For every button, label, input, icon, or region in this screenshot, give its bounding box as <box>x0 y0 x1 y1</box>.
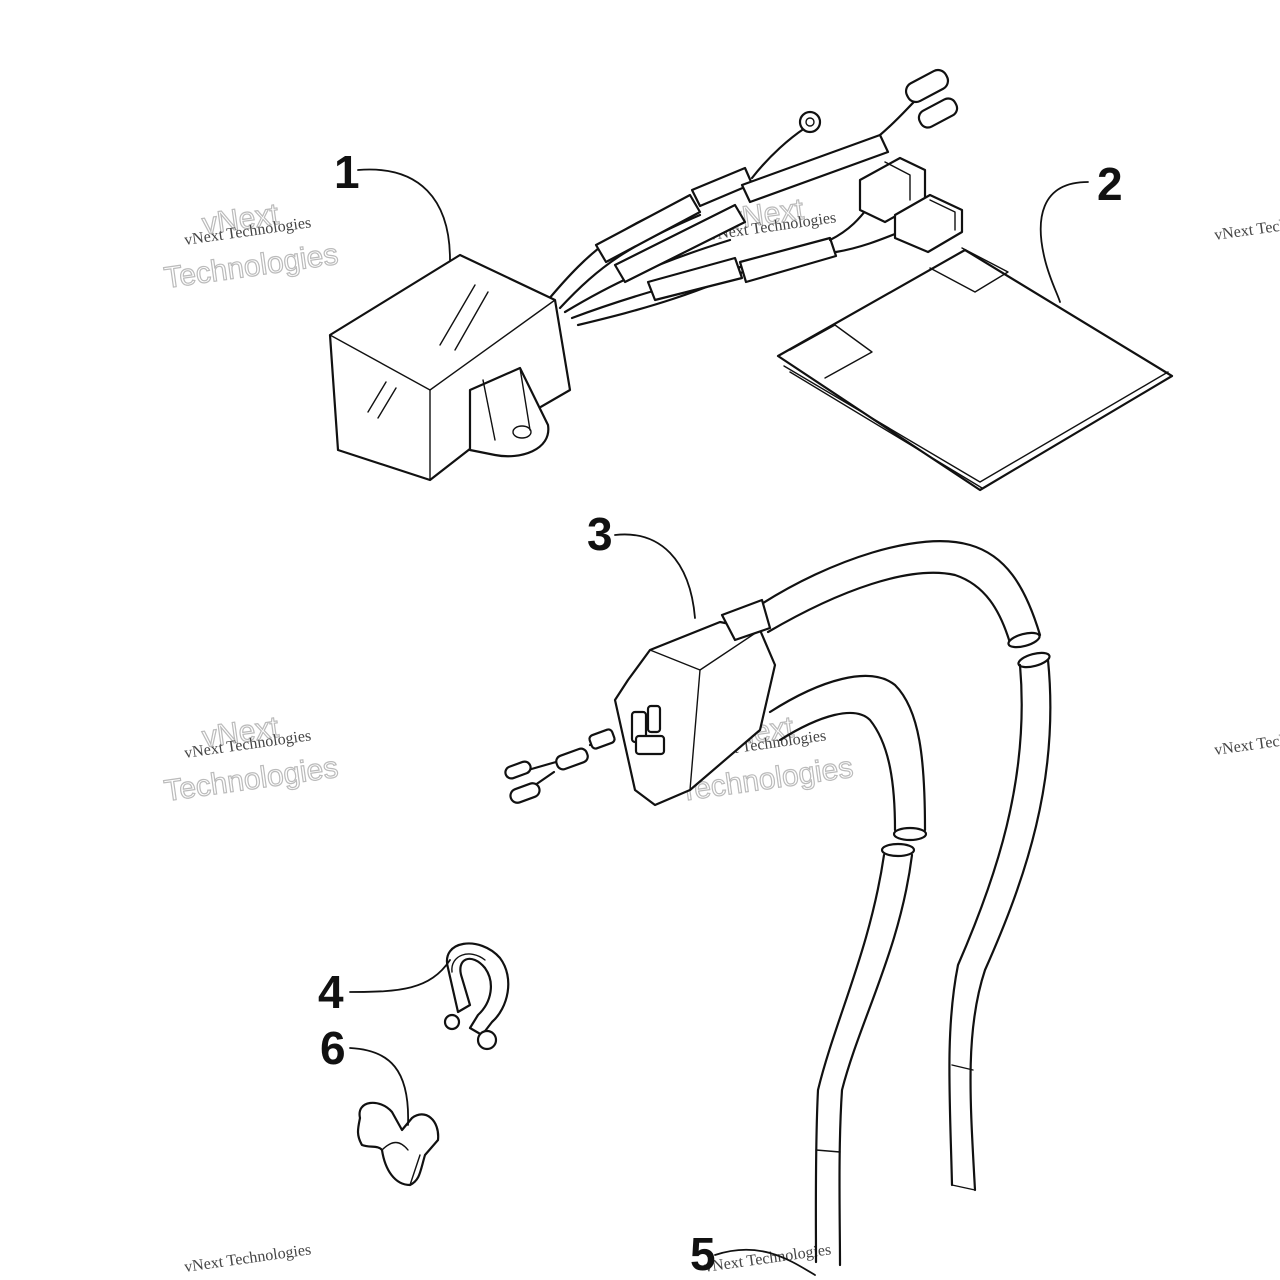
leader-lines <box>349 168 1089 1276</box>
watermark-line: vNext Technologies <box>703 1241 832 1276</box>
watermark-line: vNext Technologies <box>1213 724 1280 759</box>
watermark-line: vNext Technologies <box>183 1241 312 1276</box>
leader-6 <box>349 1047 409 1126</box>
leader-2 <box>1039 181 1089 303</box>
watermark: vNext Technologies <box>183 1241 312 1276</box>
watermark: vNext Technologies <box>703 1241 832 1276</box>
callout-1: 1 <box>334 146 360 198</box>
watermark: vNext Technologies <box>1213 209 1280 244</box>
watermark: vNext vNext Technologies Technologies <box>162 197 341 295</box>
leader-1 <box>357 168 451 261</box>
watermark-line: vNext Technologies <box>1213 209 1280 244</box>
leader-4 <box>349 959 451 993</box>
part-2-adhesive-sheet <box>776 247 1174 492</box>
part-6-cable-clip <box>356 1101 440 1187</box>
watermark: vNext Technologies <box>1213 724 1280 759</box>
part-3-ignition-coil <box>504 540 1052 1267</box>
leader-3 <box>614 533 696 619</box>
callout-3: 3 <box>587 508 613 560</box>
part-4-clamp <box>443 942 510 1051</box>
leader-5 <box>714 1248 816 1276</box>
callout-6: 6 <box>320 1022 346 1074</box>
callout-labels: 1 2 3 4 6 5 <box>318 146 1123 1280</box>
watermark: vNext vNext Technologies Technologies <box>162 710 341 808</box>
part-1-cdi-unit <box>328 68 964 482</box>
callout-2: 2 <box>1097 158 1123 210</box>
callout-4: 4 <box>318 966 344 1018</box>
callout-5: 5 <box>690 1228 716 1280</box>
